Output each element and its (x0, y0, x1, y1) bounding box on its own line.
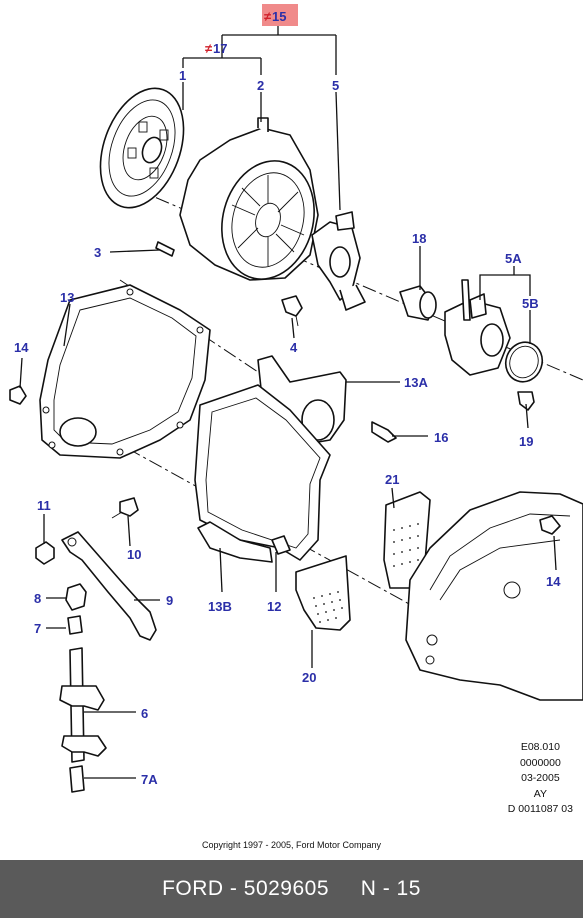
footer-page: N - 15 (360, 877, 421, 900)
footer-gap (329, 877, 361, 901)
footer-brand: FORD (162, 877, 224, 900)
callout-6[interactable]: 6 (141, 706, 148, 721)
bolt-16 (371, 421, 397, 443)
reference-line: E08.010 (520, 741, 560, 753)
dowel-pin (155, 241, 175, 257)
seal-ring (504, 341, 544, 383)
footer-separator: - (223, 877, 244, 900)
pin-7a (69, 765, 85, 793)
callout-8[interactable]: 8 (34, 591, 41, 606)
footer-part-number: 5029605 (243, 877, 330, 900)
reference-line: AY (533, 787, 548, 800)
callout-21[interactable]: 21 (385, 472, 399, 487)
exploded-parts-diagram: ≠ 15 ≠ 17 1 2 5 3 18 5A 5B 13 4 14 13A 1… (9, 4, 583, 793)
callout-15[interactable]: 15 (272, 9, 286, 24)
callout-5a[interactable]: 5A (505, 251, 522, 266)
release-bearing (399, 285, 437, 321)
bushing-8 (65, 583, 87, 611)
highlight-box-15 (262, 4, 298, 26)
callout-10[interactable]: 10 (127, 547, 141, 562)
callout-19[interactable]: 19 (519, 434, 533, 449)
callout-2[interactable]: 2 (257, 78, 264, 93)
callout-13[interactable]: 13 (60, 290, 74, 305)
nut-11 (35, 541, 55, 565)
callout-14-left[interactable]: 14 (14, 340, 29, 355)
callout-20[interactable]: 20 (302, 670, 316, 685)
gasket-13b (197, 521, 273, 563)
group-brackets (182, 4, 337, 75)
callout-17[interactable]: 17 (213, 41, 227, 56)
bushing-7 (67, 615, 83, 635)
callout-13a[interactable]: 13A (404, 375, 428, 390)
footer-bar: FORD - 5029605 N - 15 (0, 860, 583, 918)
bolt-14-left (9, 385, 27, 405)
reference-block: E08.010 0000000 03-2005 AY D 0011087 03 (508, 740, 573, 818)
callout-7a[interactable]: 7A (141, 772, 158, 787)
not-interchangeable-mark: ≠ (205, 41, 212, 56)
bolt-19 (517, 391, 535, 411)
reference-line: 0000000 (519, 756, 561, 769)
callout-18[interactable]: 18 (412, 231, 426, 246)
slave-cylinder (444, 279, 511, 376)
callout-14-right[interactable]: 14 (546, 574, 561, 589)
not-interchangeable-mark: ≠ (264, 9, 271, 24)
bolt-14-right (539, 515, 561, 535)
bolt-10 (111, 497, 139, 519)
callout-1[interactable]: 1 (179, 68, 186, 83)
leader-lines (19, 82, 557, 779)
callout-4[interactable]: 4 (290, 340, 298, 355)
reference-line: 03-2005 (521, 772, 560, 784)
copyright-notice: Copyright 1997 - 2005, Ford Motor Compan… (201, 840, 382, 850)
transmission-housing (405, 491, 583, 701)
callout-labels: ≠ 15 ≠ 17 1 2 5 3 18 5A 5B 13 4 14 13A 1… (14, 9, 561, 787)
callout-5[interactable]: 5 (332, 78, 339, 93)
gasket-13 (39, 284, 211, 459)
callout-9[interactable]: 9 (166, 593, 173, 608)
release-bearing-housing (311, 211, 366, 311)
sleeve-12 (271, 535, 291, 555)
plate-20 (295, 555, 351, 631)
pressure-plate (179, 117, 319, 281)
callout-12[interactable]: 12 (267, 599, 281, 614)
callout-7[interactable]: 7 (34, 621, 41, 636)
bolt-4 (281, 295, 303, 327)
callout-5b[interactable]: 5B (522, 296, 539, 311)
clutch-disc (99, 87, 185, 209)
shift-shaft (59, 647, 107, 763)
release-lever (61, 531, 157, 641)
callout-16[interactable]: 16 (434, 430, 448, 445)
gasket-13a (194, 355, 347, 561)
reference-line: D 0011087 03 (507, 803, 573, 815)
callout-11[interactable]: 11 (37, 498, 51, 513)
callout-13b[interactable]: 13B (208, 599, 232, 614)
callout-3[interactable]: 3 (94, 245, 101, 260)
